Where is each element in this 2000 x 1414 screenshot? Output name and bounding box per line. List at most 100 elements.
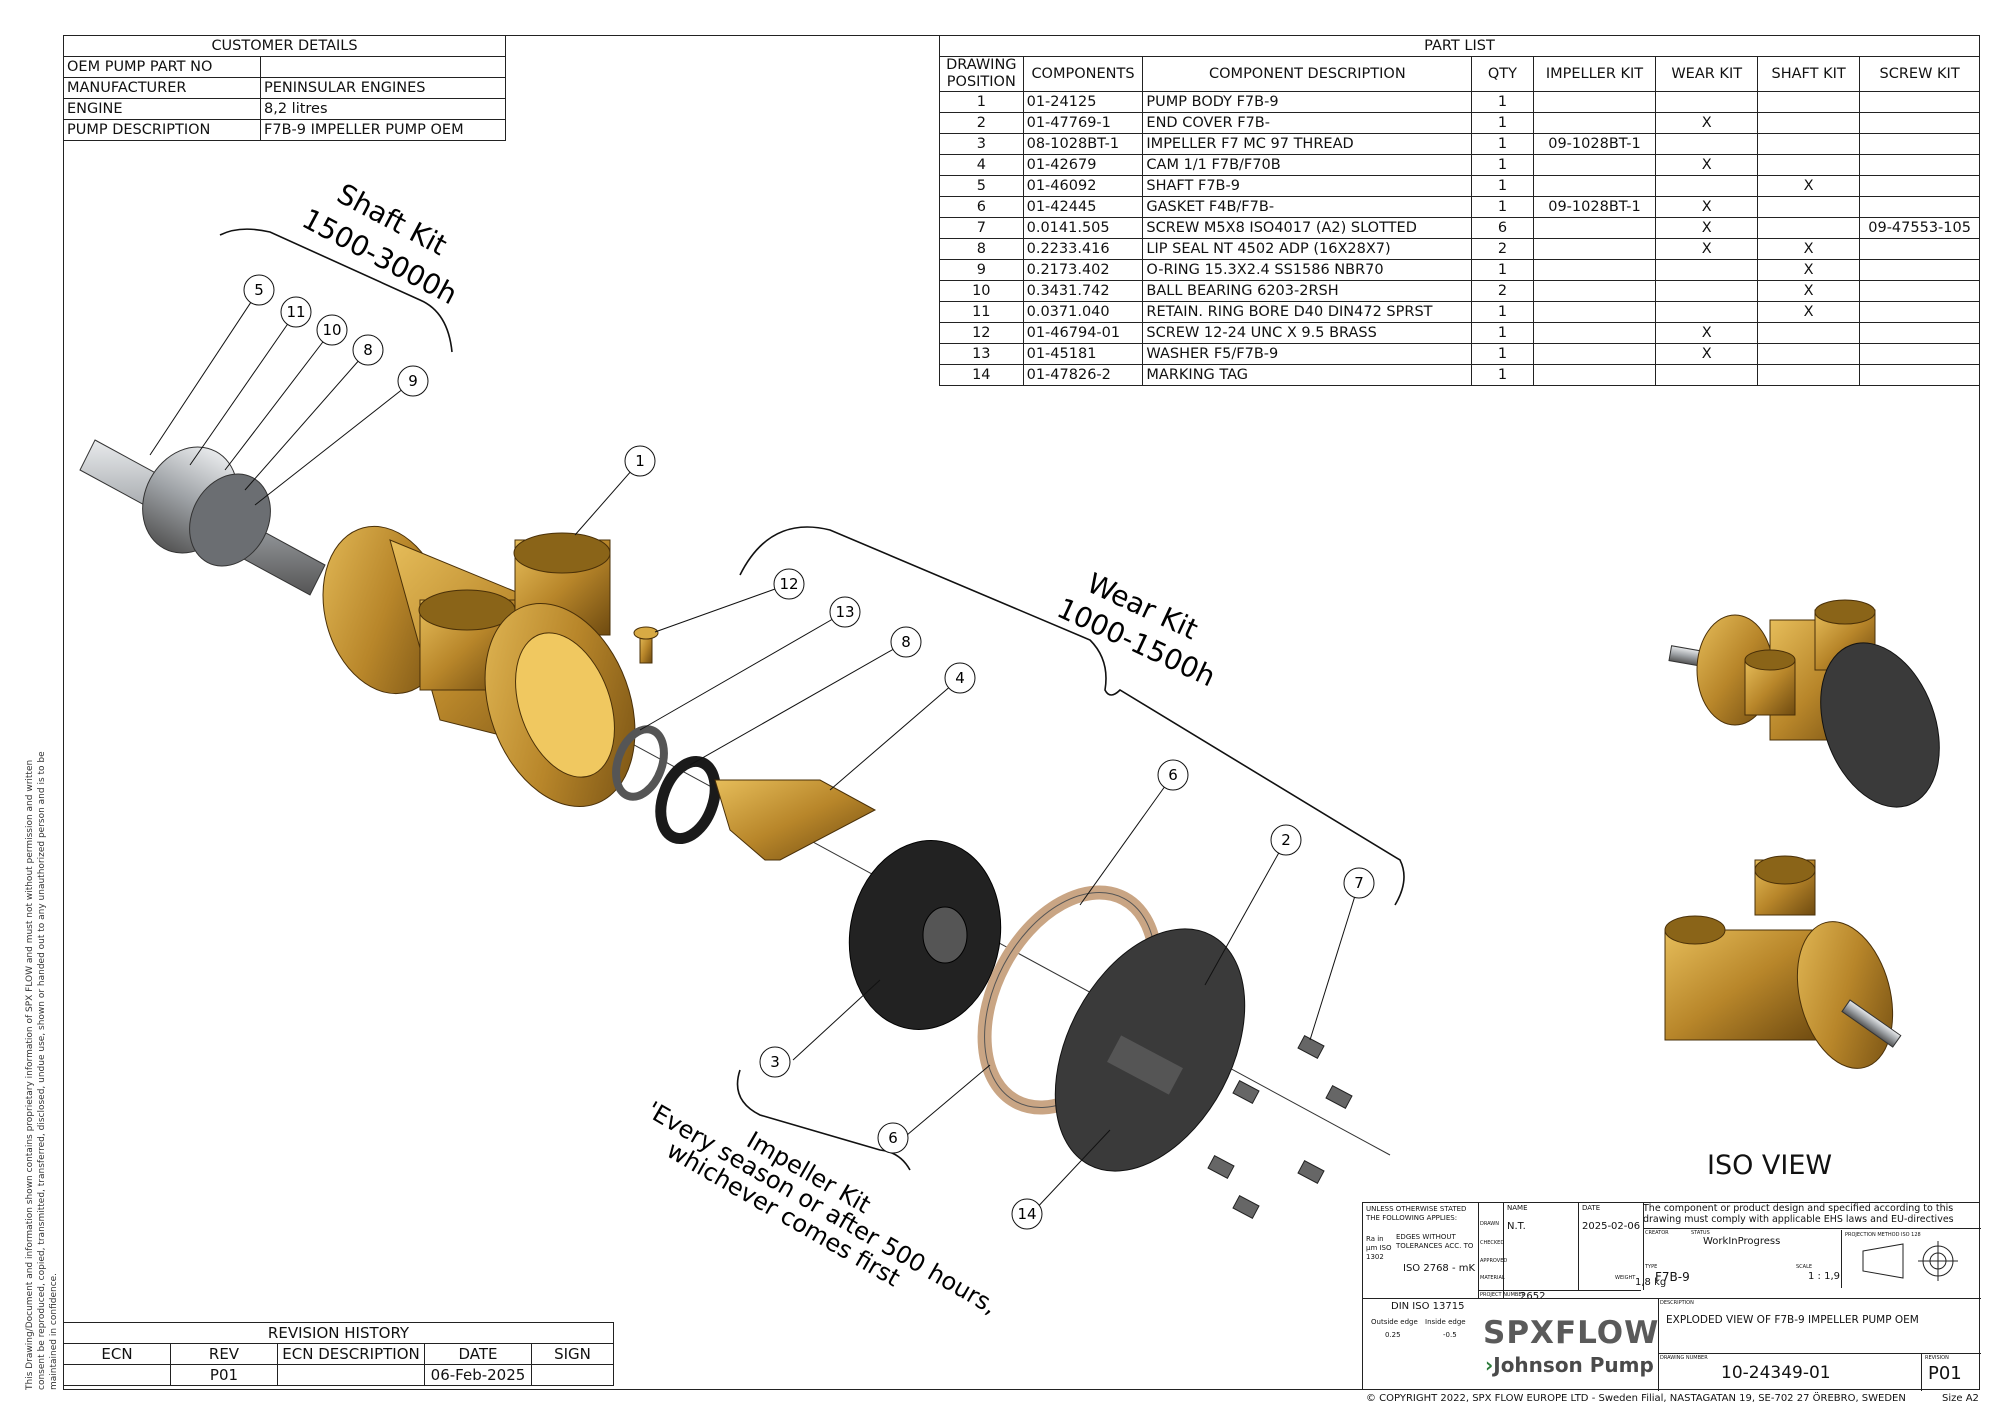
part-cell: PUMP BODY F7B-9	[1142, 91, 1473, 113]
balloon	[944, 662, 976, 694]
customer-details-table: CUSTOMER DETAILS OEM PUMP PART NO MANUFA…	[63, 35, 506, 141]
status-value: WorkInProgress	[1703, 1236, 1781, 1247]
balloon-number: 8	[363, 341, 373, 359]
revision-history-table: REVISION HISTORY ECN REV ECN DESCRIPTION…	[63, 1322, 614, 1386]
customer-value: PENINSULAR ENGINES	[260, 77, 506, 99]
part-cell	[1859, 364, 1980, 386]
balloon-number: 13	[835, 603, 854, 621]
divider	[1658, 1353, 1981, 1354]
iso-view-top	[1668, 599, 1940, 808]
balloon	[829, 596, 861, 628]
description-label: DESCRIPTION	[1660, 1300, 1694, 1306]
part-cell: 09-1028BT-1	[1532, 196, 1657, 218]
revision-sign	[531, 1364, 614, 1386]
sheet-size: Size A2	[1942, 1393, 1979, 1404]
outside-edge-label: Outside edge	[1371, 1318, 1418, 1326]
balloon	[316, 314, 348, 346]
divider	[1578, 1203, 1644, 1290]
divider	[1363, 1298, 1478, 1299]
part-cell: 14	[939, 364, 1024, 386]
customer-label: OEM PUMP PART NO	[63, 56, 261, 78]
column-header: COMPONENT DESCRIPTION	[1142, 56, 1473, 92]
johnson-pump-text: Johnson Pump	[1493, 1353, 1654, 1377]
project-label: PROJECT NUMBER	[1480, 1292, 1525, 1298]
copyright-note: © COPYRIGHT 2022, SPX FLOW EUROPE LTD - …	[1366, 1393, 1906, 1404]
balloon-number: 14	[1017, 1205, 1036, 1223]
table-row: P01 06-Feb-2025	[63, 1364, 614, 1386]
balloon	[1270, 824, 1302, 856]
balloon-number: 10	[322, 321, 341, 339]
lip-seal	[655, 755, 721, 845]
ra-note: Ra in µm ISO 1302	[1366, 1235, 1392, 1261]
shaft-kit-bracket	[219, 228, 453, 353]
part-cell: 01-45181	[1022, 343, 1144, 365]
column-header: ECN DESCRIPTION	[277, 1343, 425, 1365]
impeller	[848, 840, 1002, 1030]
logo-cell	[1478, 1298, 1659, 1391]
balloon-number: 8	[901, 633, 911, 651]
balloon	[243, 274, 275, 306]
column-header: IMPELLER KIT	[1532, 56, 1657, 92]
balloon	[890, 626, 922, 658]
chevron-right-icon: ›	[1485, 1353, 1494, 1377]
balloon	[1343, 867, 1375, 899]
projection-symbol-icon	[1862, 1241, 1958, 1281]
wear-kit-bracket	[739, 526, 1405, 906]
pump-body	[322, 525, 636, 808]
balloon-number: 9	[408, 372, 418, 390]
cover-screws	[1207, 1034, 1353, 1220]
part-cell: GASKET F4B/F7B-	[1142, 196, 1473, 218]
approved-label: APPROVED	[1480, 1258, 1508, 1264]
part-cell: MARKING TAG	[1142, 364, 1473, 386]
type-label: TYPE	[1645, 1264, 1658, 1270]
part-cell: IMPELLER F7 MC 97 THREAD	[1142, 133, 1473, 155]
revision-value: P01	[1928, 1363, 1962, 1384]
divider	[1503, 1203, 1579, 1290]
compliance-note: The component or product design and spec…	[1643, 1203, 1954, 1225]
end-cover	[1054, 928, 1246, 1172]
inside-edge-label: Inside edge	[1425, 1318, 1466, 1326]
column-header: SHAFT KIT	[1756, 56, 1861, 92]
impeller-kit-interval: 'Every season or after 500 hours,	[642, 1096, 1002, 1320]
balloon-number: 6	[1168, 766, 1178, 784]
shaft-assembly	[79, 439, 326, 596]
balloon	[352, 334, 384, 366]
type-value: F7B-9	[1655, 1270, 1690, 1284]
column-header: SCREW KIT	[1859, 56, 1980, 92]
brass-screw	[633, 626, 659, 664]
iso-view-bottom	[1664, 855, 1902, 1069]
balloon	[397, 365, 429, 397]
part-cell: 1	[1471, 364, 1534, 386]
din-standard: DIN ISO 13715	[1391, 1301, 1465, 1312]
weight-value: 1,8 kg	[1635, 1277, 1667, 1288]
part-cell: 01-42445	[1022, 196, 1144, 218]
customer-label: ENGINE	[63, 98, 261, 120]
project-number: 2652	[1520, 1291, 1546, 1302]
column-header: COMPONENTS	[1022, 56, 1144, 92]
balloon-number: 12	[779, 575, 798, 593]
iso-view-label: ISO VIEW	[1707, 1150, 1833, 1181]
balloon-number: 4	[955, 669, 965, 687]
balloon	[280, 296, 312, 328]
customer-label: MANUFACTURER	[63, 77, 261, 99]
balloon	[624, 445, 656, 477]
customer-value: F7B-9 IMPELLER PUMP OEM	[260, 119, 506, 141]
part-cell: 01-47769-1	[1022, 112, 1144, 134]
projection-label: PROJECTION METHOD ISO 128	[1845, 1232, 1921, 1238]
balloon-number: 2	[1281, 831, 1291, 849]
part-cell: 0.2233.416	[1022, 238, 1144, 260]
drawing-number: 10-24349-01	[1721, 1363, 1831, 1383]
balloon	[773, 568, 805, 600]
